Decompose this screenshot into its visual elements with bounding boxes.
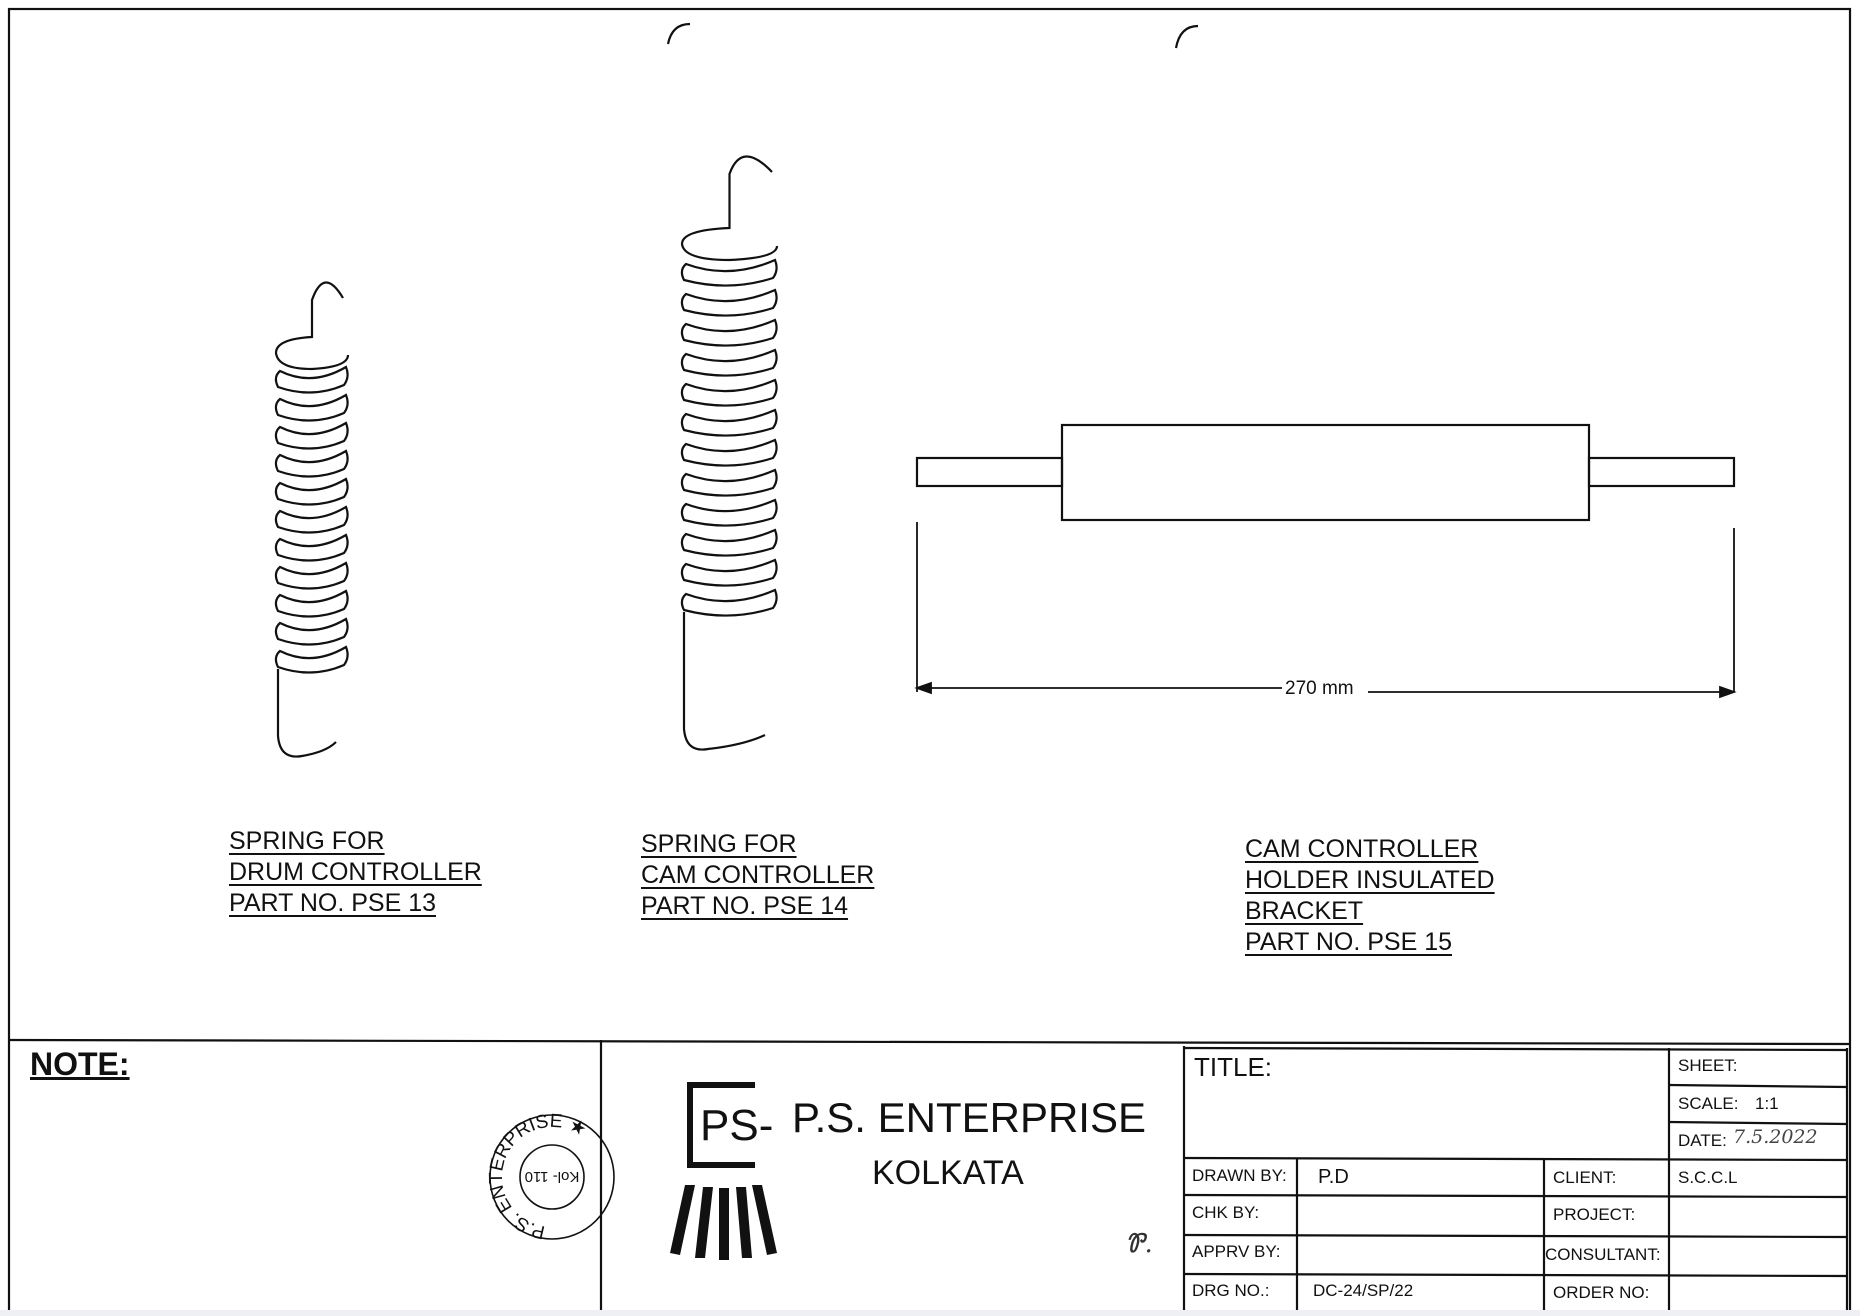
spring-coil [274, 533, 349, 562]
spring-bottom-hook [682, 612, 766, 751]
part-label-line: CAM CONTROLLER [1245, 835, 1479, 863]
scale-label: SCALE: [1678, 1094, 1739, 1113]
scale-value: 1:1 [1755, 1094, 1779, 1113]
spring-coil [680, 318, 778, 347]
spring-coil [680, 468, 778, 497]
viewer-bottom-edge [0, 1310, 1860, 1316]
consultant-label: CONSULTANT: [1545, 1245, 1661, 1264]
part-label-line: DRUM CONTROLLER [229, 858, 482, 886]
spring-bottom-hook [276, 669, 337, 758]
company-stamp [489, 1114, 615, 1240]
part-label-pse14: SPRING FOR CAM CONTROLLER PART NO. PSE 1… [641, 829, 874, 922]
spring-top-hook [274, 281, 350, 371]
spring-top-hook [680, 155, 779, 262]
bracket-body [1060, 423, 1591, 522]
spring-coil [274, 449, 349, 478]
part-label-line: PART NO. PSE 13 [229, 889, 437, 917]
spring-coil [274, 561, 349, 590]
chk-by-label: CHK BY: [1192, 1203, 1260, 1222]
drg-no-value: DC-24/SP/22 [1313, 1281, 1414, 1300]
spring-drum-controller [274, 281, 350, 758]
apprv-by-label: APPRV BY: [1192, 1242, 1281, 1261]
spring-coil [274, 645, 349, 674]
title-label: TITLE: [1194, 1052, 1273, 1082]
spring-coil [680, 348, 778, 377]
dimension-label: 270 mm [1285, 678, 1354, 699]
part-label-line: CAM CONTROLLER [641, 861, 875, 889]
punch-hole-mark [1174, 24, 1199, 49]
stamp-inner-text: Kol- 110 [525, 1168, 580, 1185]
drawn-by-label: DRAWN BY: [1192, 1166, 1287, 1185]
dimension-line [914, 522, 1737, 699]
spring-coil [680, 258, 778, 287]
bracket-right-shaft [1587, 456, 1736, 488]
part-label-line: SPRING FOR [641, 830, 797, 858]
sheet-label: SHEET: [1678, 1056, 1738, 1075]
project-label: PROJECT: [1553, 1205, 1636, 1224]
spring-coil [274, 589, 349, 618]
part-label-pse15: CAM CONTROLLER HOLDER INSULATED BRACKET … [1245, 834, 1495, 958]
part-label-pse13: SPRING FOR DRUM CONTROLLER PART NO. PSE … [229, 826, 482, 919]
spring-coil [274, 393, 349, 422]
spring-coil [680, 498, 778, 527]
spring-coil [680, 408, 778, 437]
date-value: 7.5.2022 [1733, 1126, 1818, 1148]
spring-coil [680, 528, 778, 557]
spring-coil [680, 378, 778, 407]
date-label: DATE: [1678, 1131, 1727, 1150]
note-heading: NOTE: [30, 1046, 130, 1082]
punch-hole-mark [666, 22, 691, 45]
approval-signature: Ꮘ. [1125, 1229, 1153, 1259]
order-no-label: ORDER NO: [1553, 1283, 1650, 1302]
part-label-line: PART NO. PSE 15 [1245, 928, 1453, 956]
drawn-by-value: P.D [1318, 1166, 1349, 1188]
drg-no-label: DRG NO.: [1192, 1281, 1270, 1300]
spring-coil [680, 558, 778, 587]
company-city: KOLKATA [872, 1154, 1024, 1192]
spring-coil [274, 365, 349, 394]
logo-letters: PS- [700, 1101, 773, 1150]
client-label: CLIENT: [1553, 1168, 1617, 1187]
spring-coil [274, 421, 349, 450]
spring-coil [680, 588, 778, 617]
part-label-line: BRACKET [1245, 897, 1364, 925]
bracket-drawing [915, 423, 1736, 522]
client-value: S.C.C.L [1678, 1168, 1738, 1187]
spring-coil [274, 477, 349, 506]
title-block-lines [8, 1038, 1851, 1310]
bracket-left-shaft [915, 456, 1064, 488]
spring-coil [680, 288, 778, 317]
spring-coil [680, 438, 778, 467]
part-label-line: HOLDER INSULATED [1245, 866, 1495, 894]
part-label-line: PART NO. PSE 14 [641, 892, 849, 920]
company-logo [670, 1082, 777, 1260]
spring-coil [274, 505, 349, 534]
sheet-border [7, 7, 1852, 1316]
spring-cam-controller [680, 155, 779, 751]
company-name: P.S. ENTERPRISE [792, 1094, 1147, 1141]
part-label-line: SPRING FOR [229, 827, 385, 855]
spring-coil [274, 617, 349, 646]
